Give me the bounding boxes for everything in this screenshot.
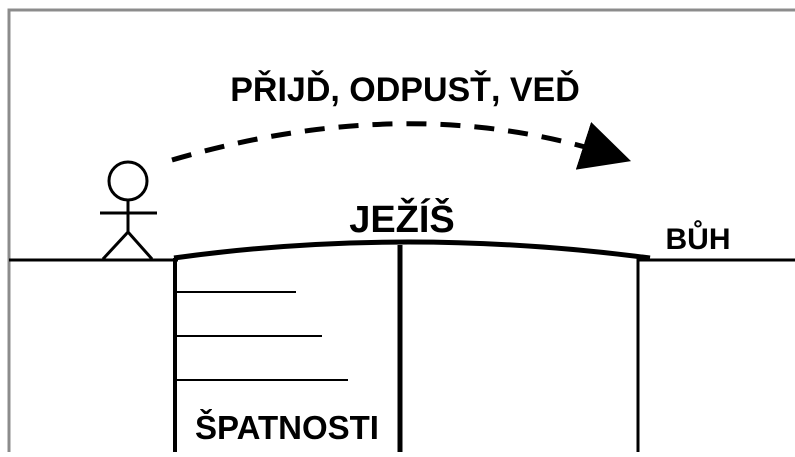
dashed-curved-arrow — [171, 121, 632, 170]
gap-label: ŠPATNOSTI — [195, 408, 379, 446]
stick-figure-icon — [100, 160, 157, 261]
destination-label: BŮH — [666, 220, 731, 256]
bridge-span — [173, 239, 651, 261]
bridge-label: JEŽÍŠ — [349, 196, 455, 241]
action-phrase: PŘIJĎ, ODPUSŤ, VEĎ — [230, 71, 580, 109]
diagram-frame — [7, 8, 795, 452]
